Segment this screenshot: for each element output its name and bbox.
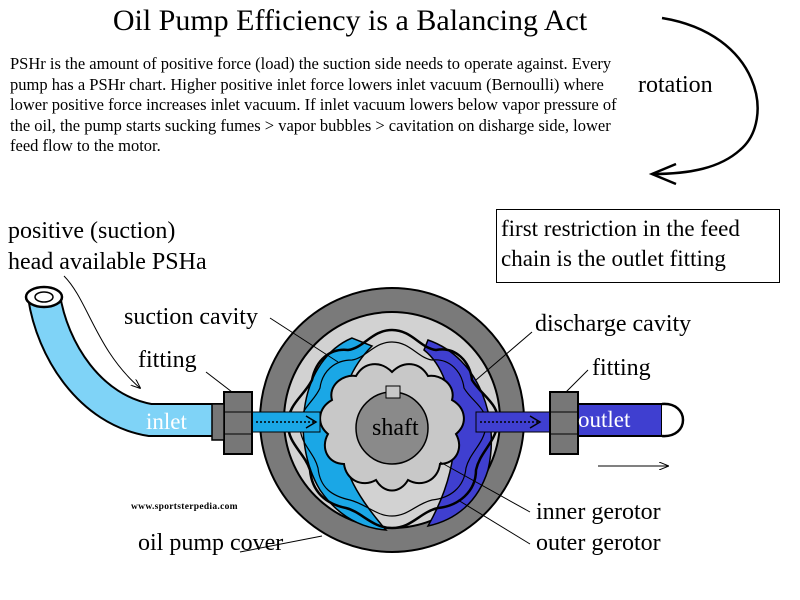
fitting-left-label: fitting xyxy=(138,347,197,373)
outlet-note-line2: chain is the outlet fitting xyxy=(501,246,726,271)
cover-leader xyxy=(239,535,323,553)
discharge-cavity-leader xyxy=(475,331,533,381)
outlet-note-box: first restriction in the feed chain is t… xyxy=(496,209,780,283)
psha-leader xyxy=(63,275,140,388)
outer-gerotor xyxy=(286,328,500,530)
fitting-right-leader xyxy=(565,369,589,393)
psha-label-line2: head available PSHa xyxy=(8,249,207,275)
outlet-fitting xyxy=(549,391,579,455)
shaft-label: shaft xyxy=(372,415,419,441)
watermark-text: www.sportsterpedia.com xyxy=(131,502,238,512)
psha-label: positive (suction) head available PSHa xyxy=(8,216,207,278)
inner-gerotor-label: inner gerotor xyxy=(536,499,661,525)
outer-gerotor-leader xyxy=(457,499,531,545)
description-text: PSHr is the amount of positive force (lo… xyxy=(10,54,617,155)
page-title: Oil Pump Efficiency is a Balancing Act xyxy=(112,4,588,37)
shaft-key xyxy=(385,385,401,399)
discharge-cavity-label: discharge cavity xyxy=(535,311,692,337)
rotation-arrow xyxy=(651,16,759,176)
rotation-label: rotation xyxy=(638,72,713,98)
fitting-left-leader xyxy=(205,371,233,393)
inner-gerotor-leader xyxy=(439,461,531,513)
outer-gerotor-label: outer gerotor xyxy=(536,530,661,556)
rotation-arrowhead xyxy=(648,162,677,186)
outlet-hose-end xyxy=(661,402,685,438)
fitting-right-label: fitting xyxy=(592,355,651,381)
outlet-label: outlet xyxy=(578,407,631,432)
inlet-label: inlet xyxy=(146,409,187,434)
psha-label-line1: positive (suction) xyxy=(8,218,176,244)
suction-cavity-label: suction cavity xyxy=(124,304,258,330)
oil-pump-cover-label: oil pump cover xyxy=(138,530,284,556)
outlet-note-line1: first restriction in the feed xyxy=(501,216,740,241)
suction-cavity-leader xyxy=(269,317,339,363)
inlet-fitting xyxy=(223,391,253,455)
